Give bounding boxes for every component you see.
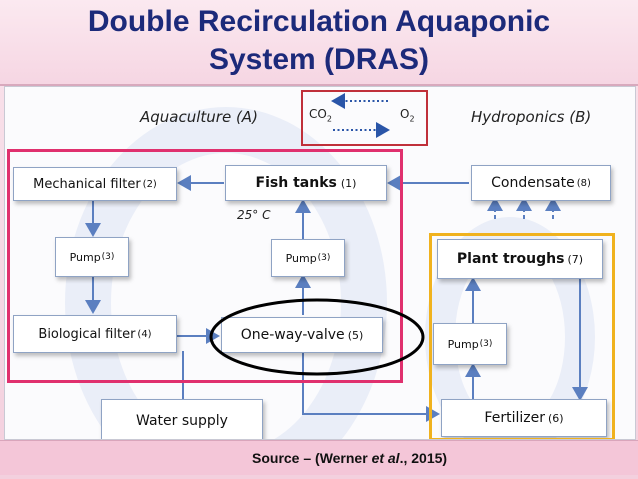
node-fertilizer-name: Fertilizer (484, 410, 545, 426)
node-pump-mid-name: Pump (285, 251, 317, 265)
section-label-aquaculture: Aquaculture (A) (140, 108, 258, 126)
node-mechanical-filter-num: (2) (142, 178, 157, 190)
node-mechanical-filter-name: Mechanical filter (33, 176, 141, 192)
diagram-panel: Aquaculture (A) Hydroponics (B) CO2 O2 2… (4, 86, 636, 440)
gas-co-text: CO (309, 107, 327, 121)
gas-o-text: O (400, 107, 410, 121)
source-suffix: ., 2015) (399, 450, 448, 466)
node-fish-tanks-num: (1) (340, 176, 357, 190)
node-condensate-num: (8) (576, 177, 591, 189)
gas-o-subscript: 2 (409, 114, 415, 124)
node-biological-filter: Biological filter(4) (13, 315, 177, 353)
gas-label-o2: O2 (400, 107, 415, 123)
hydroponics-frame (429, 233, 615, 439)
node-fertilizer: Fertilizer(6) (441, 399, 607, 437)
gas-exchange-frame (301, 90, 428, 146)
source-citation: Source – (Werner et al., 2015) (252, 450, 447, 466)
node-pump-left-num: (3) (101, 252, 115, 262)
node-pump-right: Pump(3) (433, 323, 507, 365)
node-one-way-valve-name: One-way-valve (240, 327, 345, 343)
gas-co-subscript: 2 (326, 114, 332, 124)
node-mechanical-filter: Mechanical filter(2) (13, 167, 177, 201)
node-plant-troughs-name: Plant troughs (456, 251, 565, 267)
node-pump-mid: Pump(3) (271, 239, 345, 277)
node-fertilizer-num: (6) (547, 411, 564, 425)
node-water-supply: Water supply (101, 399, 263, 439)
node-condensate: Condensate(8) (471, 165, 611, 201)
highlight-ellipse (209, 298, 425, 376)
temperature-label: 25° C (237, 208, 271, 222)
slide-title-line-1: Double Recirculation Aquaponic (87, 5, 551, 38)
node-condensate-name: Condensate (491, 175, 575, 191)
node-fish-tanks-name: Fish tanks (255, 175, 337, 191)
node-water-supply-name: Water supply (136, 413, 228, 429)
source-etal: et al (371, 450, 400, 466)
source-bar: Source – (Werner et al., 2015) (0, 440, 638, 475)
node-pump-left-name: Pump (69, 250, 101, 264)
node-biological-filter-num: (4) (137, 328, 152, 340)
node-plant-troughs: Plant troughs(7) (437, 239, 603, 279)
aquaculture-frame (7, 149, 403, 383)
node-biological-filter-name: Biological filter (38, 326, 136, 342)
title-band: Double Recirculation Aquaponic System (D… (0, 0, 638, 86)
section-label-hydroponics: Hydroponics (B) (471, 108, 592, 126)
node-pump-left: Pump(3) (55, 237, 129, 277)
node-pump-right-name: Pump (447, 337, 479, 351)
node-one-way-valve: One-way-valve(5) (221, 317, 383, 353)
node-pump-mid-num: (3) (317, 253, 331, 263)
node-fish-tanks: Fish tanks(1) (225, 165, 387, 201)
slide-title-line-2: System (DRAS) (208, 43, 430, 76)
node-plant-troughs-num: (7) (567, 252, 584, 266)
gas-label-co2: CO2 (309, 107, 332, 123)
node-one-way-valve-num: (5) (347, 328, 364, 342)
node-pump-right-num: (3) (479, 339, 493, 349)
source-prefix: Source – (Werner (252, 450, 372, 466)
